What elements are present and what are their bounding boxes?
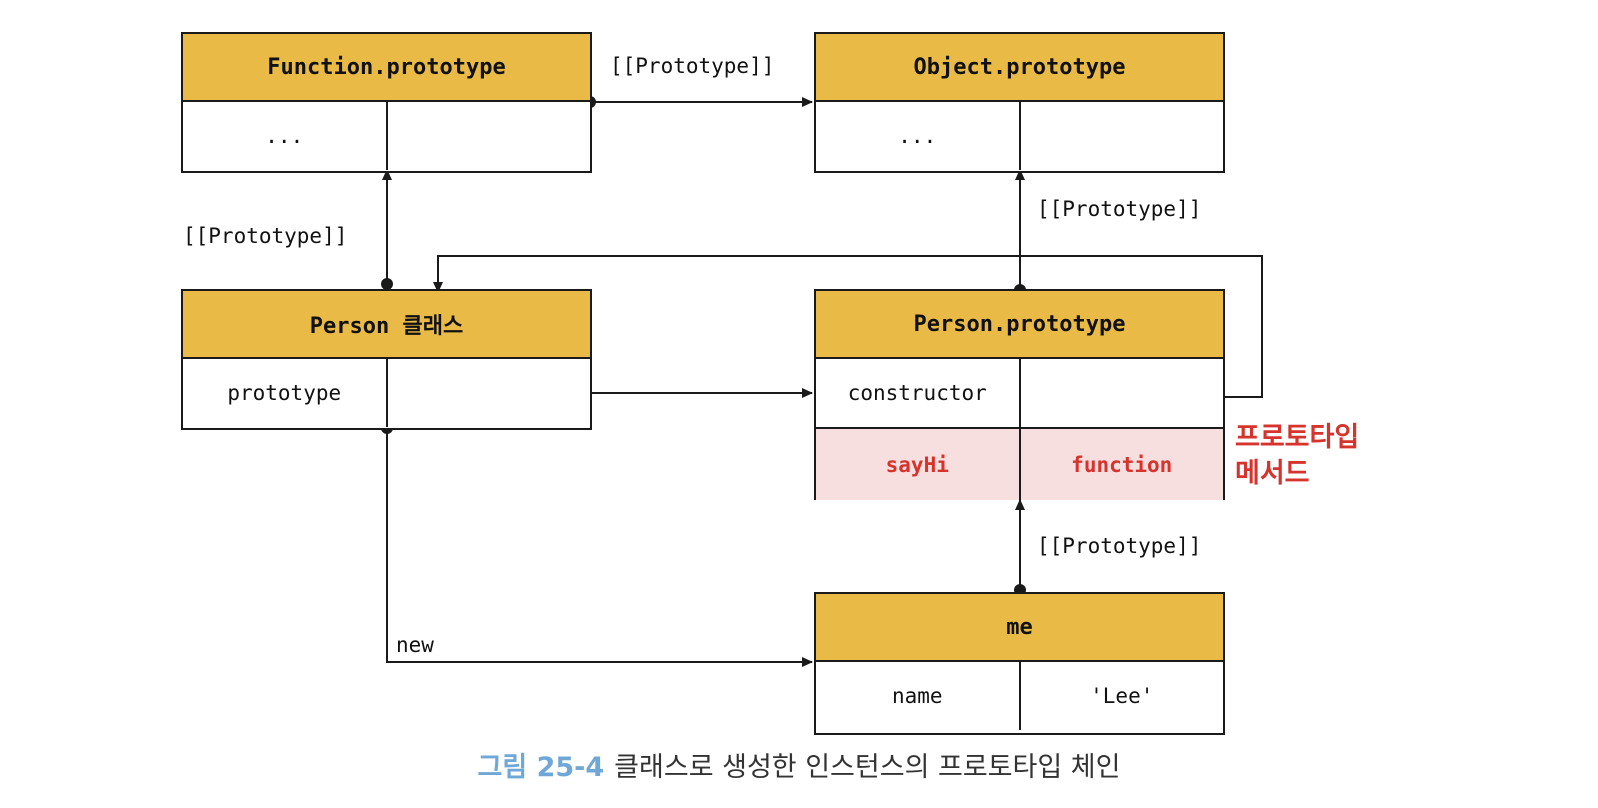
function-prototype-title: Function.prototype — [183, 34, 590, 102]
object-prototype-box: Object.prototype ... — [814, 32, 1225, 173]
sayhi-value: function — [1071, 452, 1173, 477]
label-prototype-function-to-object: [[Prototype]] — [610, 54, 775, 78]
label-prototype-person-class: [[Prototype]] — [183, 224, 348, 248]
object-prototype-key: ... — [816, 102, 1021, 170]
label-prototype-person-prototype: [[Prototype]] — [1037, 197, 1202, 221]
function-prototype-box: Function.prototype ... — [181, 32, 592, 173]
figure-caption-text: 클래스로 생성한 인스턴스의 프로토타입 체인 — [614, 752, 1121, 783]
function-prototype-key: ... — [183, 102, 388, 170]
function-prototype-row: ... — [183, 102, 590, 170]
me-title: me — [816, 594, 1223, 662]
me-box: me name 'Lee' — [814, 592, 1225, 735]
object-prototype-row: ... — [816, 102, 1223, 170]
object-prototype-title: Object.prototype — [816, 34, 1223, 102]
label-new: new — [396, 633, 434, 657]
me-name-key: name — [816, 662, 1021, 730]
person-prototype-method-row: sayHi function — [816, 427, 1223, 500]
me-name-value: 'Lee' — [1090, 684, 1154, 708]
person-class-row: prototype — [183, 359, 590, 427]
constructor-value — [1021, 359, 1224, 427]
object-prototype-value — [1021, 102, 1224, 170]
person-class-prototype-value — [388, 359, 591, 427]
person-prototype-constructor-row: constructor — [816, 359, 1223, 427]
label-prototype-me: [[Prototype]] — [1037, 534, 1202, 558]
me-name-row: name 'Lee' — [816, 662, 1223, 730]
person-prototype-title: Person.prototype — [816, 291, 1223, 359]
function-prototype-value — [388, 102, 591, 170]
person-class-box: Person 클래스 prototype — [181, 289, 592, 430]
person-class-prototype-key: prototype — [183, 359, 388, 427]
note-line-2: 메서드 — [1235, 458, 1310, 489]
note-line-1: 프로토타입 — [1235, 422, 1360, 453]
person-class-title: Person 클래스 — [183, 291, 590, 359]
figure-caption: 그림 25-4 클래스로 생성한 인스턴스의 프로토타입 체인 — [0, 745, 1598, 784]
figure-number: 그림 25-4 — [477, 752, 605, 783]
constructor-key: constructor — [816, 359, 1021, 427]
prototype-method-note: 프로토타입 메서드 — [1235, 420, 1359, 492]
person-prototype-box: Person.prototype constructor sayHi funct… — [814, 289, 1225, 500]
arrow-new-to-me — [386, 428, 813, 667]
sayhi-key: sayHi — [816, 429, 1021, 500]
dot-person-class-top — [381, 278, 393, 290]
